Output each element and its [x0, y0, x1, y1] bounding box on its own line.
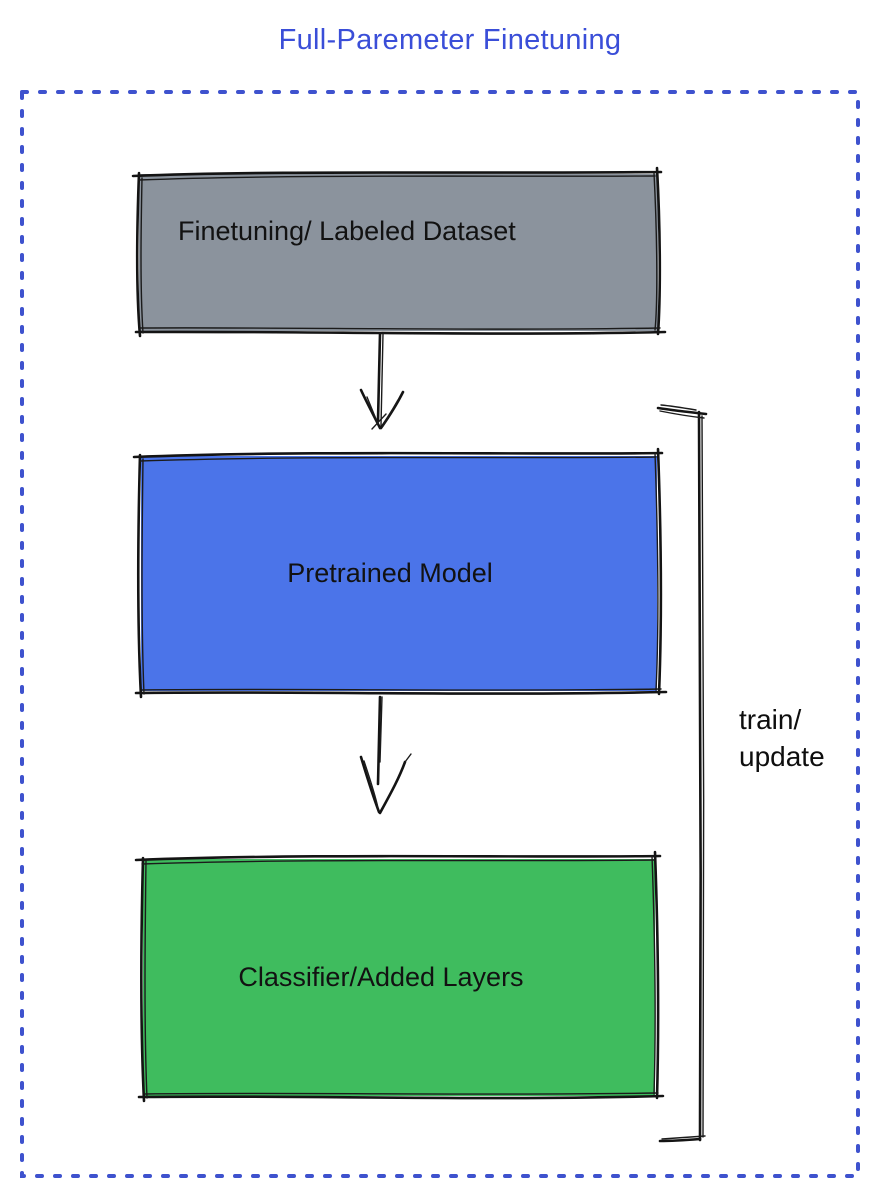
node-finetuning-dataset: Finetuning/ Labeled Dataset — [139, 174, 658, 331]
train-update-bracket — [656, 404, 708, 1143]
node-finetuning-dataset-label: Finetuning/ Labeled Dataset — [178, 216, 516, 246]
node-classifier-added-layers-label: Classifier/Added Layers — [238, 962, 524, 992]
train-update-label: train/ update — [739, 704, 825, 772]
node-pretrained-model-label: Pretrained Model — [287, 558, 493, 588]
node-classifier-added-layers: Classifier/Added Layers — [143, 859, 655, 1096]
node-pretrained-model: Pretrained Model — [141, 456, 657, 691]
diagram-title: Full-Paremeter Finetuning — [278, 24, 622, 56]
arrow-pretrained-to-classifier — [359, 695, 412, 815]
arrow-dataset-to-pretrained — [359, 332, 405, 430]
